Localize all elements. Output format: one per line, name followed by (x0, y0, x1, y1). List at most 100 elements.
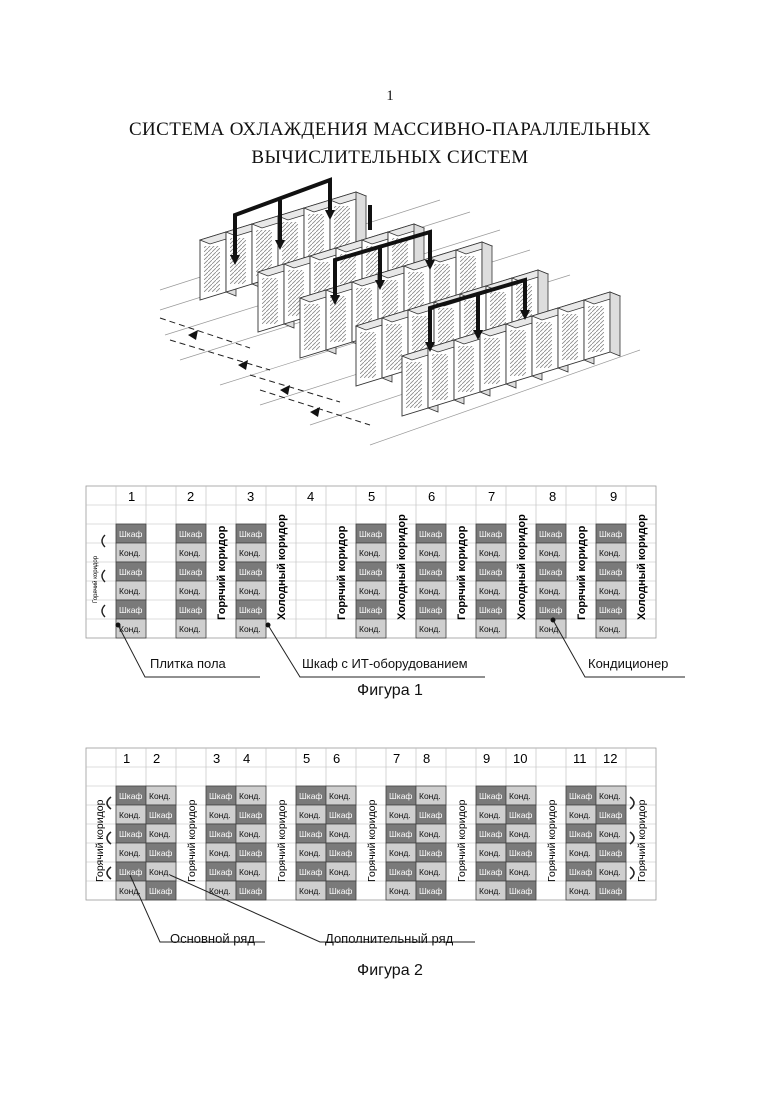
cabinet-label: Шкаф (149, 810, 172, 820)
cabinet-label: Шкаф (119, 829, 142, 839)
conditioner-label: Конд. (329, 791, 351, 801)
conditioner-label: Конд. (569, 810, 591, 820)
figure-2-caption: Фигура 2 (0, 962, 780, 980)
column-number: 10 (513, 751, 527, 766)
conditioner-label: Конд. (239, 586, 261, 596)
hot-corridor-label: Горячий коридор (636, 799, 648, 882)
conditioner-label: Конд. (419, 829, 441, 839)
cabinet-label: Шкаф (209, 791, 232, 801)
conditioner-label: Конд. (599, 791, 621, 801)
column-number: 11 (573, 751, 587, 766)
figure-1-caption: Фигура 1 (0, 682, 780, 700)
cabinet-label: Шкаф (569, 829, 592, 839)
column-number: 4 (243, 751, 250, 766)
column-number: 4 (307, 489, 314, 504)
column-number: 5 (368, 489, 375, 504)
cabinet-label: Шкаф (419, 529, 442, 539)
cabinet-label: Шкаф (239, 848, 262, 858)
cabinet-label: Шкаф (509, 848, 532, 858)
conditioner-label: Конд. (539, 548, 561, 558)
cabinet-label: Шкаф (419, 567, 442, 577)
cabinet-label: Шкаф (119, 791, 142, 801)
cabinet-label: Шкаф (569, 867, 592, 877)
cabinet-label: Шкаф (119, 529, 142, 539)
conditioner-label: Конд. (149, 829, 171, 839)
conditioner-label: Конд. (179, 548, 201, 558)
conditioner-label: Конд. (419, 791, 441, 801)
conditioner-label: Конд. (149, 791, 171, 801)
cabinet-label: Шкаф (299, 791, 322, 801)
conditioner-label: Конд. (329, 829, 351, 839)
figure-1-legend-lines (85, 610, 685, 685)
legend-it-cabinet: Шкаф с ИТ-оборудованием (302, 656, 468, 671)
column-number: 2 (153, 751, 160, 766)
cabinet-label: Шкаф (239, 529, 262, 539)
conditioner-label: Конд. (209, 848, 231, 858)
cabinet-label: Шкаф (239, 567, 262, 577)
conditioner-label: Конд. (479, 810, 501, 820)
title-line-2: ВЫЧИСЛИТЕЛЬНЫХ СИСТЕМ (0, 147, 780, 169)
legend-conditioner: Кондиционер (588, 656, 668, 671)
column-number: 12 (603, 751, 617, 766)
cabinet-label: Шкаф (359, 567, 382, 577)
conditioner-label: Конд. (569, 848, 591, 858)
cabinet-label: Шкаф (569, 791, 592, 801)
column-number: 7 (488, 489, 495, 504)
cabinet-label: Шкаф (509, 810, 532, 820)
conditioner-label: Конд. (239, 829, 261, 839)
legend-floor-tile: Плитка пола (150, 656, 226, 671)
cabinet-label: Шкаф (419, 810, 442, 820)
conditioner-label: Конд. (119, 586, 141, 596)
cabinet-label: Шкаф (419, 848, 442, 858)
conditioner-label: Конд. (509, 867, 531, 877)
hot-corridor-label: Горячий коридор (576, 525, 588, 620)
cabinet-label: Шкаф (599, 567, 622, 577)
conditioner-label: Конд. (539, 586, 561, 596)
hot-corridor-label-small: Горячий коридор (92, 555, 99, 603)
cabinet-label: Шкаф (179, 567, 202, 577)
cabinet-label: Шкаф (479, 529, 502, 539)
cabinet-label: Шкаф (389, 829, 412, 839)
conditioner-label: Конд. (239, 791, 261, 801)
cabinet-label: Шкаф (209, 829, 232, 839)
column-number: 9 (610, 489, 617, 504)
column-number: 6 (333, 751, 340, 766)
title-line-1: СИСТЕМА ОХЛАЖДЕНИЯ МАССИВНО-ПАРАЛЛЕЛЬНЫХ (0, 119, 780, 141)
cabinet-label: Шкаф (479, 791, 502, 801)
column-number: 2 (187, 489, 194, 504)
conditioner-label: Конд. (599, 829, 621, 839)
cabinet-label: Шкаф (149, 848, 172, 858)
cabinet-label: Шкаф (359, 529, 382, 539)
conditioner-label: Конд. (359, 586, 381, 596)
conditioner-label: Конд. (239, 548, 261, 558)
conditioner-label: Конд. (359, 548, 381, 558)
column-number: 8 (549, 489, 556, 504)
conditioner-label: Конд. (209, 810, 231, 820)
cabinet-label: Шкаф (179, 529, 202, 539)
legend-extra-row: Дополнительный ряд (325, 931, 453, 946)
cabinet-label: Шкаф (479, 567, 502, 577)
conditioner-label: Конд. (509, 829, 531, 839)
legend-main-row: Основной ряд (170, 931, 255, 946)
cabinet-label: Шкаф (599, 848, 622, 858)
cold-corridor-label: Холодный коридор (396, 514, 408, 620)
cabinet-label: Шкаф (239, 810, 262, 820)
datacenter-isometric-illustration (140, 170, 660, 455)
column-number: 7 (393, 751, 400, 766)
conditioner-label: Конд. (119, 810, 141, 820)
cabinet-label: Шкаф (599, 886, 622, 896)
cabinet-label: Шкаф (599, 810, 622, 820)
conditioner-label: Конд. (179, 586, 201, 596)
conditioner-label: Конд. (119, 848, 141, 858)
cabinet-label: Шкаф (479, 829, 502, 839)
cold-corridor-label: Холодный коридор (516, 514, 528, 620)
conditioner-label: Конд. (119, 548, 141, 558)
conditioner-label: Конд. (479, 586, 501, 596)
conditioner-label: Конд. (389, 810, 411, 820)
column-number: 8 (423, 751, 430, 766)
hot-corridor-label: Горячий коридор (336, 525, 348, 620)
cold-corridor-label: Холодный коридор (276, 514, 288, 620)
conditioner-label: Конд. (509, 791, 531, 801)
conditioner-label: Конд. (389, 848, 411, 858)
conditioner-label: Конд. (299, 810, 321, 820)
